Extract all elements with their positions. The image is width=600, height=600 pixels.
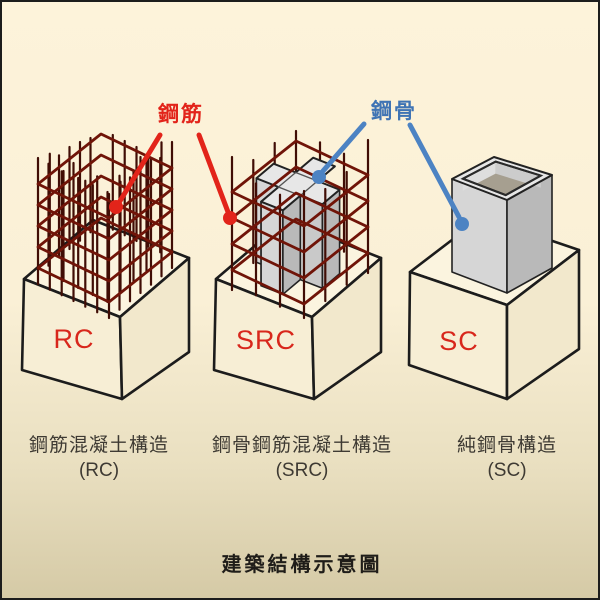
rc-rebar-cage — [36, 132, 174, 320]
src-caption: 鋼骨鋼筋混凝土構造 (SRC) — [197, 430, 407, 482]
rc-caption-abbr: (RC) — [78, 460, 120, 481]
steel-arrow-right-dot — [455, 217, 469, 231]
rebar-arrow-left-dot — [109, 200, 123, 214]
src-caption-text: 鋼骨鋼筋混凝土構造 — [211, 435, 392, 456]
rebar-arrow-left — [117, 132, 163, 204]
steel-arrows — [312, 121, 469, 231]
sc-caption-abbr: (SC) — [487, 460, 527, 481]
rebar-label: 鋼筋 — [158, 103, 204, 126]
sc-steel-box-column — [451, 156, 553, 294]
sc-caption: 純鋼骨構造 (SC) — [402, 430, 598, 482]
sc-letter: SC — [439, 326, 479, 356]
rebar-arrow-right — [196, 132, 231, 215]
sc-column-illustration — [407, 156, 581, 401]
src-caption-abbr: (SRC) — [275, 460, 329, 481]
rc-caption: 鋼筋混凝土構造 (RC) — [2, 430, 204, 482]
rebar-arrows — [109, 132, 237, 225]
src-letter: SRC — [235, 325, 296, 355]
src-rebar-hoops — [230, 139, 370, 306]
steel-arrow-left — [320, 121, 367, 174]
sc-caption-text: 純鋼骨構造 — [456, 435, 557, 456]
rebar-arrow-right-dot — [223, 211, 237, 225]
rc-column-illustration — [20, 132, 191, 401]
steel-arrow-left-dot — [312, 170, 326, 184]
steel-arrow-right — [407, 122, 462, 220]
rc-caption-text: 鋼筋混凝土構造 — [28, 435, 169, 456]
diagram-title: 建築結構示意圖 — [221, 554, 383, 576]
rc-letter: RC — [53, 324, 95, 354]
src-column-illustration — [212, 129, 383, 401]
steel-label: 鋼骨 — [371, 100, 417, 123]
